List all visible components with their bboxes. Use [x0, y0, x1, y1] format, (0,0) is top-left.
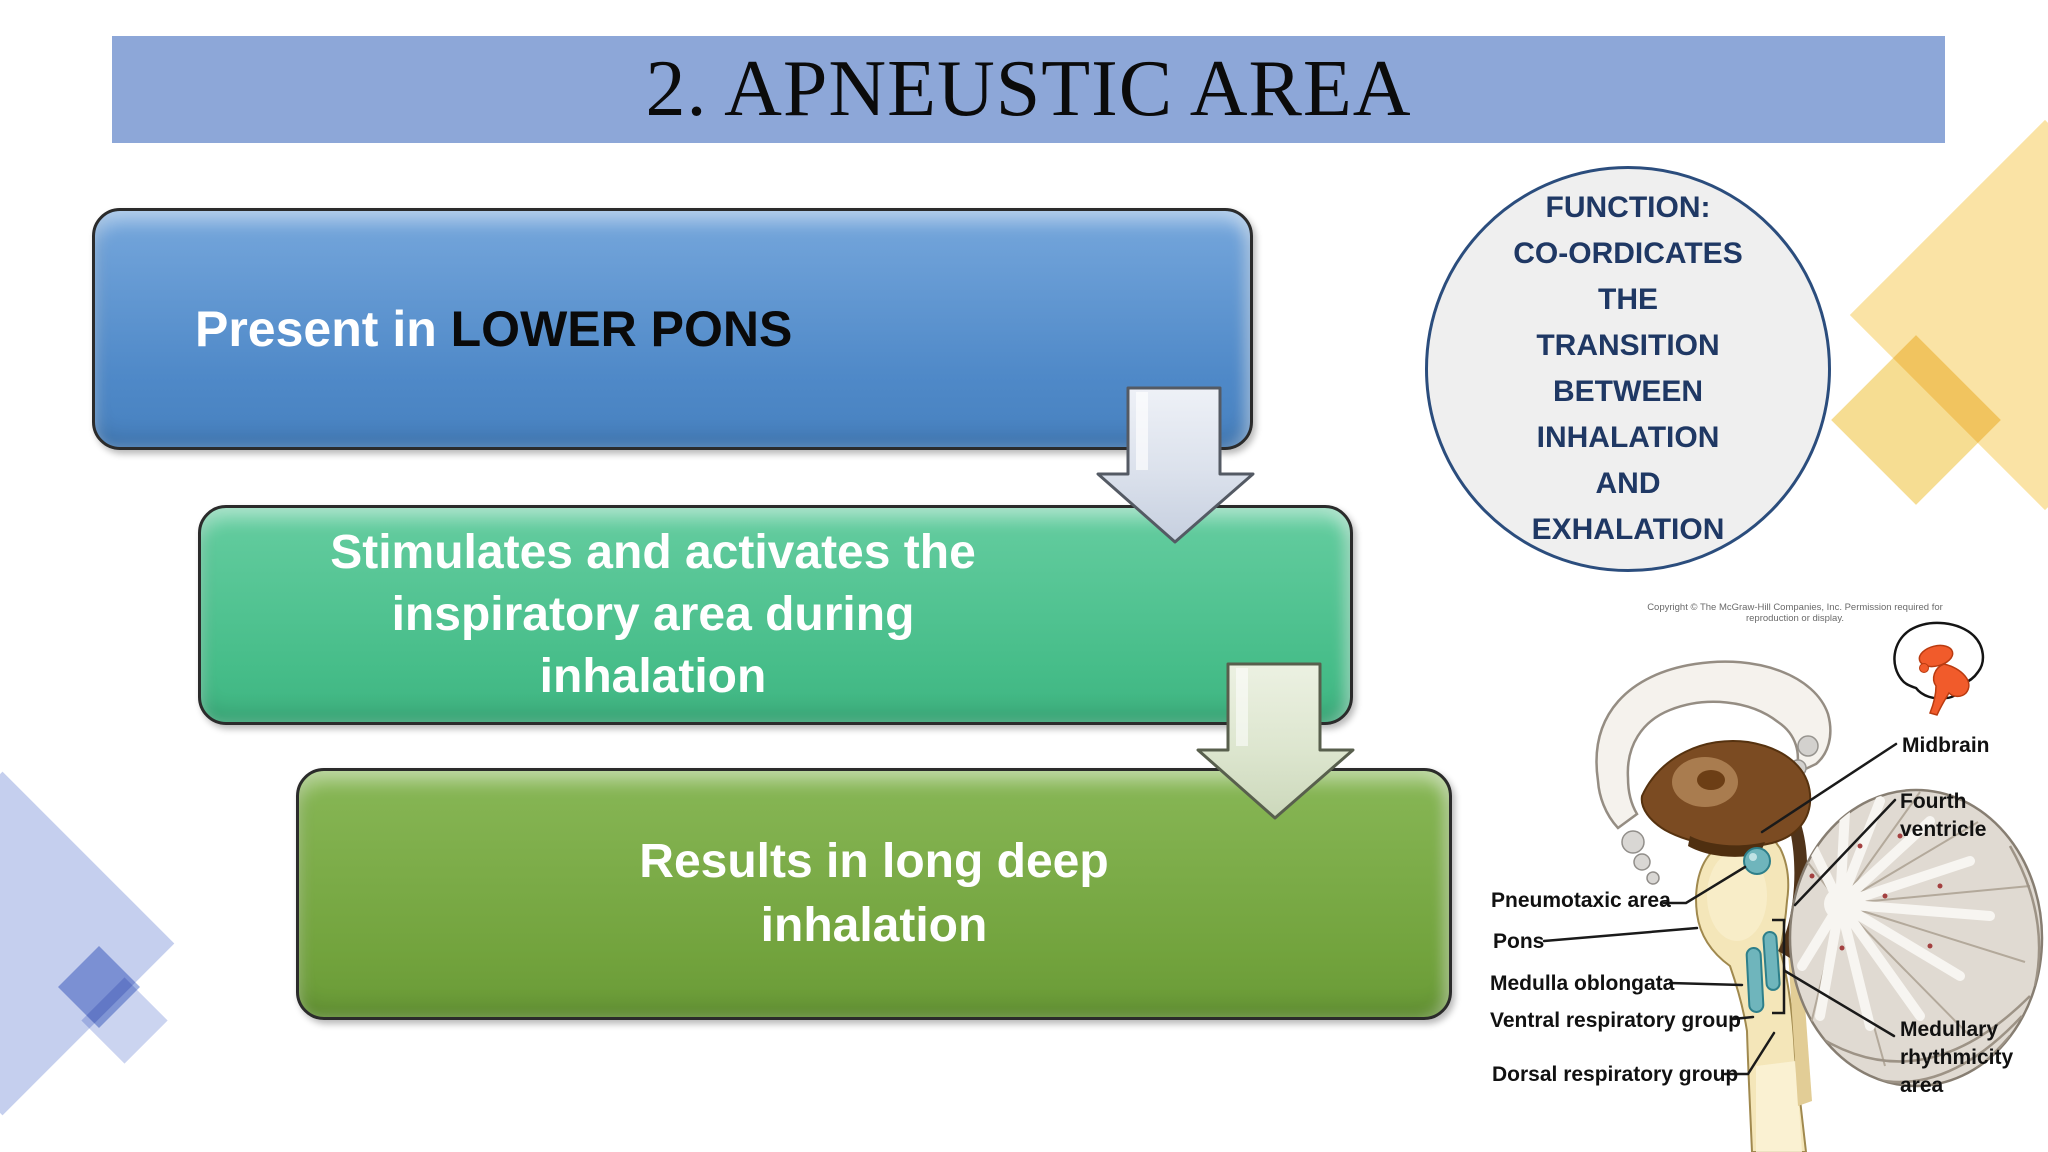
dorsal-respiratory-group-marker — [1762, 931, 1781, 991]
ventral-respiratory-group-marker — [1745, 947, 1765, 1013]
flow-box1-text-emphasis: LOWER PONS — [450, 301, 793, 357]
flow-box3-text: Results in long deep inhalation — [639, 835, 1109, 952]
label-pneumotaxic-area: Pneumotaxic area — [1491, 889, 1671, 912]
flow-box1-text: Present in LOWER PONS — [195, 300, 792, 358]
label-dorsal-respiratory-group: Dorsal respiratory group — [1492, 1063, 1739, 1086]
medullary-rhythmicity-bracket — [1772, 918, 1786, 1015]
flow-box-present-in-lower-pons: Present in LOWER PONS — [92, 208, 1253, 450]
function-line: THE — [1598, 283, 1658, 316]
function-line: CO-ORDICATES — [1513, 237, 1743, 270]
label-ventral-respiratory-group: Ventral respiratory group — [1490, 1009, 1741, 1032]
function-line: BETWEEN — [1553, 375, 1703, 408]
function-line: TRANSITION — [1536, 329, 1720, 362]
thalamus-midbrain-shape — [1640, 740, 1812, 857]
flow-down-arrow-icon-2 — [1196, 662, 1355, 820]
flow-box-stimulates-inspiratory: Stimulates and activates the inspiratory… — [198, 505, 1353, 725]
label-medullary-rhythmicity-area: Medullary rhythmicity area — [1900, 1018, 2014, 1097]
label-pons: Pons — [1493, 930, 1545, 953]
flow-box2-text: Stimulates and activates the inspiratory… — [330, 526, 976, 703]
pneumotaxic-area-marker — [1743, 847, 1771, 875]
decor-diamond-blue-large — [0, 771, 175, 1116]
function-line: AND — [1595, 467, 1661, 500]
brainstem-diagram: Copyright © The McGraw-Hill Companies, I… — [1440, 596, 2048, 1152]
label-fourth-ventricle: Fourth ventricle — [1900, 790, 1987, 841]
function-line: EXHALATION — [1531, 513, 1725, 546]
title-banner: 2. APNEUSTIC AREA — [112, 36, 1945, 143]
label-leader-lines — [1542, 742, 1898, 1076]
label-medulla-oblongata: Medulla oblongata — [1490, 972, 1675, 995]
function-circle: FUNCTION: CO-ORDICATES THE TRANSITION BE… — [1425, 166, 1831, 572]
flow-down-arrow-icon-1 — [1096, 386, 1255, 544]
flow-box1-text-lead: Present in — [195, 301, 451, 357]
flow-box-results-long-deep-inhalation: Results in long deep inhalation — [296, 768, 1452, 1020]
function-line: FUNCTION: — [1545, 191, 1711, 224]
brain-inset-icon — [1893, 621, 1985, 716]
label-midbrain: Midbrain — [1902, 734, 1990, 757]
slide-title: 2. APNEUSTIC AREA — [645, 45, 1412, 133]
brainstem-illustration — [1542, 660, 2044, 1152]
copyright-text: Copyright © The McGraw-Hill Companies, I… — [1647, 602, 1943, 624]
function-line: INHALATION — [1536, 421, 1720, 454]
